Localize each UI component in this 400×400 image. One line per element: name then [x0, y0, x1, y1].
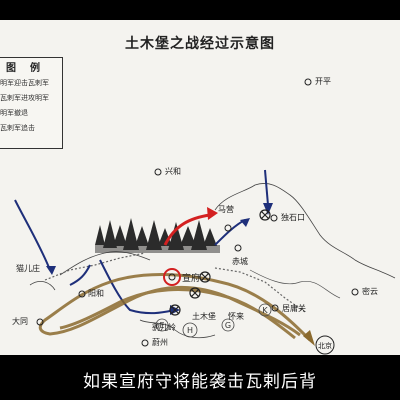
label-datong: 大同 [12, 317, 28, 326]
great-wall [44, 252, 306, 313]
video-subtitle: 如果宣府守将能袭击瓦剌后背 [83, 372, 317, 392]
label-miyun: 密云 [362, 287, 378, 296]
marker-xinghe [154, 168, 162, 176]
badge-e: E [159, 321, 164, 330]
label-juyongguan: 居庸关 [282, 304, 306, 313]
xuanfu-highlight-circle [163, 268, 181, 286]
badge-h: H [187, 326, 193, 335]
badge-k: K [262, 306, 268, 315]
marker-miyun [351, 288, 359, 296]
marker-mayin [224, 224, 232, 232]
legend-item-ming-attack: 明军迎击瓦剌军 [0, 79, 49, 87]
mountain-forest [95, 218, 220, 253]
map-legend: 图例 明军迎击瓦剌军 瓦剌军进攻明军 明军撤退 瓦剌军追击 [0, 57, 63, 149]
marker-yanghe [78, 290, 86, 298]
attack-arrow-tumu [99, 259, 176, 315]
label-tumubao: 土木堡 [192, 312, 216, 321]
marker-dushikou [270, 214, 278, 222]
attack-arrow-mayin [214, 219, 246, 246]
label-maoerzhuang: 猫儿庄 [16, 264, 40, 273]
label-weizhou: 蔚州 [152, 338, 168, 347]
marker-juyongguan [271, 304, 279, 312]
red-arrowhead [207, 207, 218, 220]
marker-datong [36, 318, 44, 326]
battle-marks [169, 209, 271, 316]
legend-item-ming-retreat: 明军撤退 [0, 109, 28, 117]
marker-kaiping [304, 78, 312, 86]
label-yanghe: 阳和 [88, 289, 104, 298]
beijing-label: 北京 [318, 341, 332, 350]
red-arrow [163, 213, 211, 246]
attack-arrow-chase [69, 264, 91, 286]
ming-route-inner [59, 288, 296, 340]
label-dushikou: 独石口 [281, 213, 305, 222]
map-title: 土木堡之战经过示意图 [125, 36, 275, 52]
arrowhead-brown [303, 330, 315, 346]
map-drawing: H K E G 北京 [14, 78, 396, 355]
label-huailai: 怀来 [228, 312, 244, 321]
city-markers [36, 78, 359, 347]
badge-g: G [225, 321, 231, 330]
label-xuanfu: 宣府 [182, 274, 201, 284]
xuanfu-city-marker [168, 273, 176, 281]
marker-weizhou [141, 339, 149, 347]
label-yao-erling: 鹞儿岭 [152, 323, 176, 332]
ming-retreat-arrows [38, 273, 312, 342]
marker-chicheng [234, 244, 242, 252]
attack-arrow-west [14, 199, 51, 271]
region-badges [155, 303, 272, 338]
label-mayin: 马营 [218, 205, 234, 214]
attack-arrow-dushikou [264, 169, 269, 206]
battle-map: H K E G 北京 土木堡之战经过示意图 图例 明军迎击瓦剌军 瓦剌军进攻明军… [0, 20, 400, 355]
legend-title: 图例 [6, 63, 40, 74]
legend-item-oirat-chase: 瓦剌军追击 [0, 124, 35, 132]
terrain-outline [214, 183, 396, 279]
terrain-outline-4 [249, 269, 341, 299]
legend-item-oirat-attack: 瓦剌军进攻明军 [0, 94, 49, 102]
label-kaiping: 开平 [315, 77, 331, 86]
marker-beijing [315, 335, 335, 355]
label-chicheng: 赤城 [232, 257, 248, 266]
terrain-outline-3 [29, 280, 216, 339]
label-xinghe: 兴和 [165, 167, 181, 176]
